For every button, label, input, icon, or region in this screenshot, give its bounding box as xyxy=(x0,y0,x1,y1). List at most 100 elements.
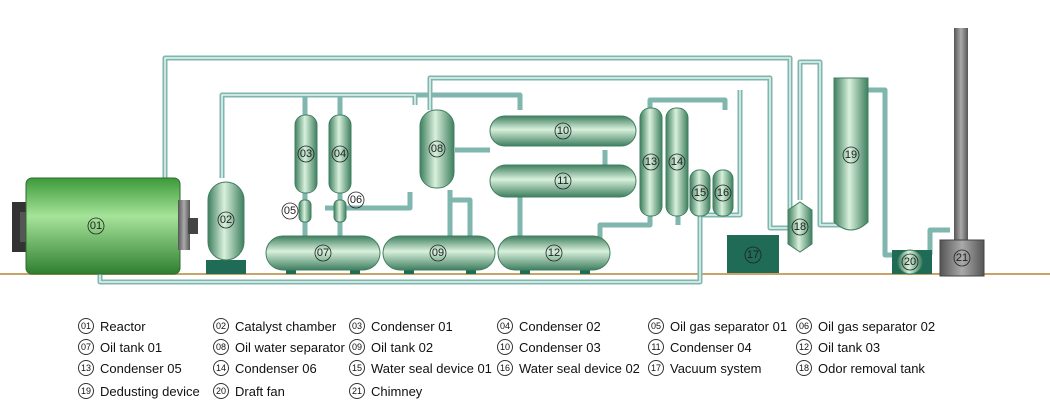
legend-item: 06 Oil gas separator 02 xyxy=(796,318,935,334)
legend-label: Oil tank 03 xyxy=(818,339,881,355)
legend-number: 07 xyxy=(78,339,94,355)
equipment-badge-01: 01 xyxy=(87,217,105,235)
condenser-01 xyxy=(294,114,318,194)
legend-label: Oil gas separator 02 xyxy=(818,318,936,334)
legend-item: 03 Condenser 01 xyxy=(349,318,453,334)
oil-tank-01 xyxy=(265,235,381,274)
svg-text:19: 19 xyxy=(845,149,857,161)
equipment-badge-12: 12 xyxy=(545,244,563,262)
svg-text:02: 02 xyxy=(220,214,232,226)
equipment-badge-06: 06 xyxy=(347,191,365,209)
svg-text:15: 15 xyxy=(694,187,706,199)
legend-label: Oil water separator xyxy=(235,339,345,355)
legend-number: 17 xyxy=(648,360,664,376)
legend-label: Chimney xyxy=(371,383,423,399)
svg-text:20: 20 xyxy=(904,256,916,268)
condenser-06 xyxy=(665,107,689,217)
legend-item: 18 Odor removal tank xyxy=(796,360,925,376)
equipment-badge-20: 20 xyxy=(901,253,919,271)
equipment-badge-05: 05 xyxy=(281,202,299,220)
svg-text:11: 11 xyxy=(557,175,568,187)
equipment-badge-10: 10 xyxy=(554,122,572,140)
legend-number: 18 xyxy=(796,360,812,376)
equipment-badge-11: 11 xyxy=(554,172,572,190)
legend-label: Vacuum system xyxy=(670,360,762,376)
legend-number: 01 xyxy=(78,318,94,334)
legend-number: 21 xyxy=(349,383,365,399)
legend-number: 16 xyxy=(497,360,513,376)
legend-item: 09 Oil tank 02 xyxy=(349,339,433,355)
legend-number: 11 xyxy=(648,339,664,355)
equipment-badge-07: 07 xyxy=(314,244,332,262)
legend-number: 02 xyxy=(213,318,229,334)
legend-number: 06 xyxy=(796,318,812,334)
legend-item: 05 Oil gas separator 01 xyxy=(648,318,787,334)
svg-text:10: 10 xyxy=(557,125,569,137)
condenser-02 xyxy=(328,114,352,194)
svg-text:16: 16 xyxy=(717,187,729,199)
legend-label: Catalyst chamber xyxy=(235,318,337,334)
legend-label: Draft fan xyxy=(235,383,285,399)
legend-number: 04 xyxy=(497,318,513,334)
equipment-badge-21: 21 xyxy=(953,249,971,267)
legend-label: Oil gas separator 01 xyxy=(670,318,788,334)
equipment-badge-09: 09 xyxy=(429,244,447,262)
legend-label: Dedusting device xyxy=(100,383,200,399)
equipment-badge-08: 08 xyxy=(428,140,446,158)
svg-text:06: 06 xyxy=(350,194,362,206)
legend-number: 15 xyxy=(349,360,365,376)
reactor xyxy=(12,177,198,275)
legend-item: 17 Vacuum system xyxy=(648,360,762,376)
svg-text:18: 18 xyxy=(794,221,806,233)
svg-text:21: 21 xyxy=(956,252,968,264)
legend-number: 14 xyxy=(213,360,229,376)
legend-item: 04 Condenser 02 xyxy=(497,318,601,334)
legend-number: 13 xyxy=(78,360,94,376)
legend-item: 21 Chimney xyxy=(349,383,422,399)
svg-text:17: 17 xyxy=(747,249,759,261)
dedusting-device xyxy=(833,77,869,231)
equipment-badge-15: 15 xyxy=(691,184,709,202)
legend-label: Condenser 05 xyxy=(100,360,182,376)
legend-number: 09 xyxy=(349,339,365,355)
legend-label: Oil tank 02 xyxy=(371,339,434,355)
svg-text:01: 01 xyxy=(90,220,102,232)
legend-number: 12 xyxy=(796,339,812,355)
legend-number: 03 xyxy=(349,318,365,334)
chimney xyxy=(939,28,985,277)
legend-item: 02 Catalyst chamber xyxy=(213,318,336,334)
equipment-badge-13: 13 xyxy=(642,153,660,171)
equipment-badge-02: 02 xyxy=(217,211,235,229)
condenser-05 xyxy=(639,107,663,217)
legend-label: Condenser 02 xyxy=(519,318,601,334)
svg-text:14: 14 xyxy=(671,156,683,168)
svg-text:03: 03 xyxy=(300,148,312,160)
oil-water-separator xyxy=(419,109,455,189)
equipment-badge-03: 03 xyxy=(297,145,315,163)
legend-number: 05 xyxy=(648,318,664,334)
svg-text:07: 07 xyxy=(317,247,329,259)
legend-label: Condenser 01 xyxy=(371,318,453,334)
vacuum-system xyxy=(727,235,779,273)
svg-text:12: 12 xyxy=(548,247,560,259)
water-seal-device-01 xyxy=(689,169,711,217)
equipment-badge-18: 18 xyxy=(791,218,809,236)
legend-label: Reactor xyxy=(100,318,146,334)
condenser-03 xyxy=(489,115,637,147)
legend-number: 08 xyxy=(213,339,229,355)
legend-item: 13 Condenser 05 xyxy=(78,360,182,376)
svg-text:09: 09 xyxy=(432,247,444,259)
legend-item: 01 Reactor xyxy=(78,318,146,334)
svg-text:05: 05 xyxy=(284,205,296,217)
legend-label: Odor removal tank xyxy=(818,360,925,376)
legend-label: Condenser 03 xyxy=(519,339,601,355)
